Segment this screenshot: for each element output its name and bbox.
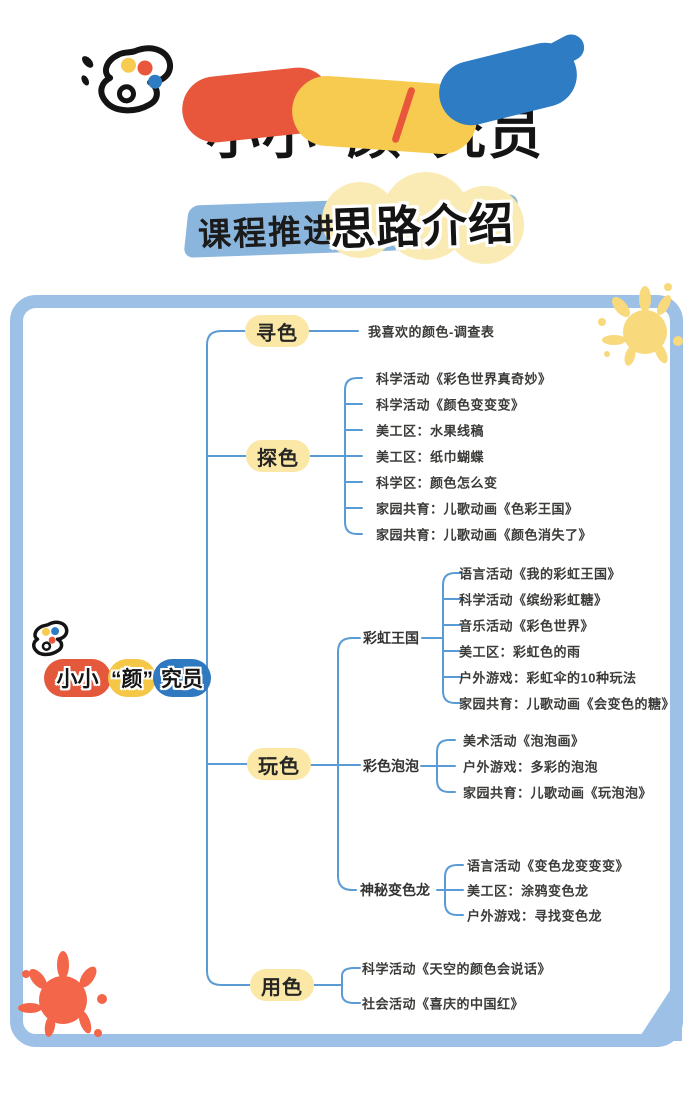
center-node: 小小 “颜” 究员 — [44, 659, 211, 697]
mindmap-item: 科学区：颜色怎么变 — [376, 475, 498, 491]
mindmap-item: 户外游戏：多彩的泡泡 — [463, 759, 599, 775]
mindmap-item: 户外游戏：彩虹伞的10种玩法 — [459, 670, 637, 686]
mindmap-item: 户外游戏：寻找变色龙 — [467, 908, 603, 924]
palette-icon — [32, 620, 69, 657]
mindmap-item: 家园共育：儿歌动画《会变色的糖》 — [459, 696, 676, 712]
mindmap-item: 社会活动《喜庆的中国红》 — [362, 996, 525, 1012]
mindmap-item: 家园共育：儿歌动画《颜色消失了》 — [376, 527, 593, 543]
subbranch-label-bubbles: 彩色泡泡 — [363, 758, 419, 774]
mindmap-item: 美工区：涂鸦变色龙 — [467, 883, 589, 899]
mindmap-item: 科学活动《缤纷彩虹糖》 — [459, 592, 608, 608]
mindmap-item: 美术活动《泡泡画》 — [463, 733, 585, 749]
palette-icon — [81, 45, 174, 114]
center-node-segment-yellow: “颜” — [108, 659, 156, 697]
mindmap-item: 家园共育：儿歌动画《色彩王国》 — [376, 501, 579, 517]
mindmap-item: 美工区：纸巾蝴蝶 — [376, 449, 485, 465]
mindmap-item: 科学活动《彩色世界真奇妙》 — [376, 371, 552, 387]
mindmap-item: 科学活动《天空的颜色会说话》 — [362, 961, 552, 977]
branch-pill-wanse: 玩色 — [247, 748, 311, 780]
mindmap-item: 美工区：水果线稿 — [376, 423, 485, 439]
branch-pill-yongse: 用色 — [250, 969, 314, 1001]
subbranch-label-rainbow: 彩虹王国 — [363, 630, 419, 646]
subtitle-circle — [446, 186, 524, 264]
branch-pill-tanse: 探色 — [246, 440, 310, 472]
center-node-segment-red: 小小 — [44, 659, 111, 697]
subbranch-label-chameleon: 神秘变色龙 — [360, 882, 430, 898]
paint-drop-icon — [82, 56, 94, 68]
subtitle-right: 思路介绍 — [329, 197, 515, 256]
branch-pill-xunse: 寻色 — [245, 315, 309, 347]
mindmap-item: 音乐活动《彩色世界》 — [459, 618, 595, 634]
subtitle-left: 课程推进 — [197, 211, 339, 254]
mindmap-item: 科学活动《颜色变变变》 — [376, 397, 525, 413]
mindmap-item: 语言活动《变色龙变变变》 — [467, 858, 630, 874]
mindmap-item: 家园共育：儿歌动画《玩泡泡》 — [463, 785, 653, 801]
center-node-segment-blue: 究员 — [153, 659, 211, 697]
mindmap-item: 语言活动《我的彩虹王国》 — [459, 566, 622, 582]
paint-drop-icon — [81, 75, 90, 86]
mindmap-item: 我喜欢的颜色-调查表 — [368, 324, 495, 340]
mindmap-item: 美工区：彩虹色的雨 — [459, 644, 581, 660]
